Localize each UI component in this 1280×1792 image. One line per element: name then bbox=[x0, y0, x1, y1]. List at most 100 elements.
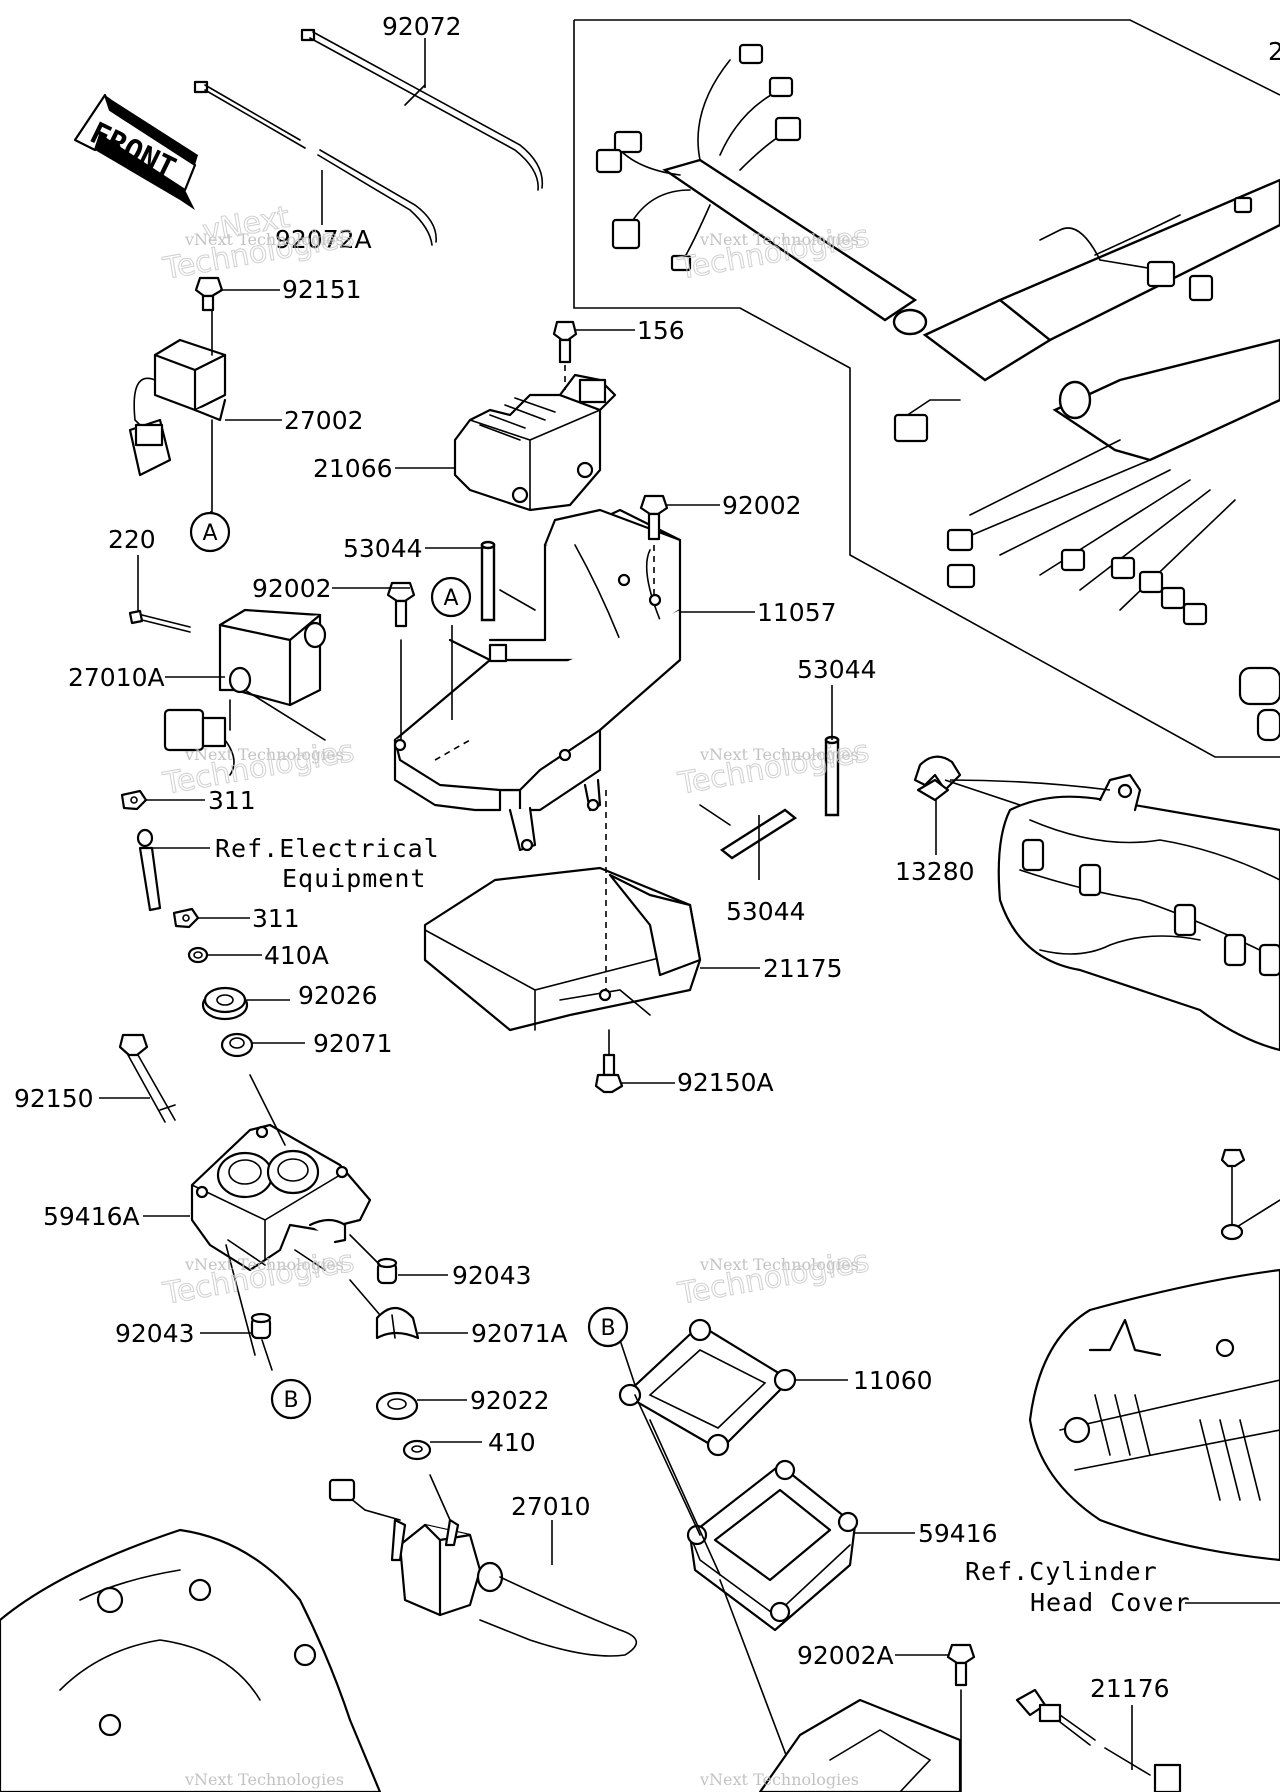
spacer-53044-top bbox=[480, 540, 536, 622]
switch-27010 bbox=[328, 1474, 638, 1657]
label-92072: 92072 bbox=[382, 12, 462, 41]
label-92150a: 92150A bbox=[677, 1068, 774, 1097]
collar-92043-right bbox=[349, 1234, 398, 1285]
callout-b-2: B bbox=[600, 1316, 615, 1341]
watermark-text: vNext Technologies bbox=[184, 230, 344, 249]
label-92043-left: 92043 bbox=[115, 1319, 195, 1348]
bolt-92002-left bbox=[386, 581, 416, 741]
label-92002-left: 92002 bbox=[252, 574, 332, 603]
label-59416a: 59416A bbox=[43, 1202, 140, 1231]
label-top-right-partial: 2 bbox=[1268, 37, 1280, 66]
label-11057: 11057 bbox=[757, 598, 837, 627]
callout-circles: A A B B bbox=[189, 511, 629, 1420]
callout-b-1: B bbox=[283, 1388, 298, 1413]
callout-a-2: A bbox=[443, 586, 458, 611]
label-92071: 92071 bbox=[313, 1029, 393, 1058]
label-311-b: 311 bbox=[252, 904, 300, 933]
label-27010: 27010 bbox=[511, 1492, 591, 1521]
label-53044-bottom: 53044 bbox=[726, 897, 806, 926]
bolt-92151 bbox=[194, 276, 224, 312]
connector-7 bbox=[670, 254, 692, 272]
ref-cylinder-line1: Ref.Cylinder bbox=[965, 1557, 1158, 1586]
label-156: 156 bbox=[637, 316, 685, 345]
connector-4 bbox=[613, 130, 643, 154]
terminal-ref bbox=[136, 828, 162, 912]
ref-electrical-line2: Equipment bbox=[282, 864, 426, 893]
washer-410 bbox=[402, 1439, 432, 1461]
label-21175: 21175 bbox=[763, 954, 843, 983]
bolt-92002a bbox=[946, 1643, 976, 1792]
ecu-21175 bbox=[423, 790, 702, 1032]
label-311-a: 311 bbox=[208, 786, 256, 815]
connector-18 bbox=[1182, 602, 1208, 626]
grommet-92026 bbox=[201, 986, 249, 1021]
label-53044-right: 53044 bbox=[797, 655, 877, 684]
cable-tie-92072a bbox=[193, 80, 437, 246]
sensor-21176 bbox=[1015, 1688, 1182, 1792]
label-92026: 92026 bbox=[298, 981, 378, 1010]
bolt-92150 bbox=[118, 1033, 176, 1123]
label-92151: 92151 bbox=[282, 275, 362, 304]
connector-11 bbox=[1233, 196, 1253, 214]
collar-92043-left bbox=[250, 1312, 273, 1371]
label-92150: 92150 bbox=[14, 1084, 94, 1113]
label-92043-right: 92043 bbox=[452, 1261, 532, 1290]
connector-8 bbox=[893, 413, 929, 443]
watermark-text: vNext Technologies bbox=[699, 230, 859, 249]
connector-12 bbox=[946, 528, 974, 552]
watermark-text: vNext Technologies bbox=[184, 1255, 344, 1274]
connector-19 bbox=[1238, 666, 1280, 706]
connector-3 bbox=[774, 116, 802, 142]
watermark-text: vNext Technologies bbox=[184, 1770, 344, 1789]
label-410: 410 bbox=[488, 1428, 536, 1457]
watermarks: vNext Technologies Technologies vNext vN… bbox=[159, 199, 872, 1789]
watermark-text: vNext Technologies bbox=[699, 1255, 859, 1274]
washer-92022 bbox=[375, 1391, 419, 1421]
throttle-body bbox=[997, 773, 1280, 1052]
label-92022: 92022 bbox=[470, 1386, 550, 1415]
label-27002: 27002 bbox=[284, 406, 364, 435]
nut-311-a bbox=[120, 789, 148, 811]
holder-59416 bbox=[686, 1459, 859, 1632]
label-410a: 410A bbox=[264, 941, 329, 970]
bolt-156 bbox=[552, 320, 578, 390]
ref-electrical-line1: Ref.Electrical bbox=[215, 834, 440, 863]
clamp-13280 bbox=[913, 755, 962, 802]
part-labels: 92072 92072A 92151 27002 21066 156 92002… bbox=[14, 12, 1280, 1703]
watermark-text: vNext Technologies bbox=[699, 1770, 859, 1789]
nut-311-b bbox=[172, 907, 200, 929]
leader-lines bbox=[99, 38, 1280, 1770]
label-92002-top: 92002 bbox=[722, 491, 802, 520]
connector-9 bbox=[1146, 260, 1176, 288]
callout-a-1: A bbox=[202, 521, 217, 546]
bracket-11057 bbox=[393, 508, 682, 852]
label-59416: 59416 bbox=[918, 1519, 998, 1548]
connector-16 bbox=[1138, 570, 1164, 594]
label-92072a: 92072A bbox=[275, 225, 372, 254]
reference-notes: Ref.Electrical Equipment Ref.Cylinder He… bbox=[215, 834, 1191, 1617]
connector-15 bbox=[1110, 556, 1136, 580]
label-220: 220 bbox=[108, 525, 156, 554]
cylinder-head-cover bbox=[1028, 1148, 1280, 1562]
connector-17 bbox=[1160, 586, 1186, 610]
connector-20 bbox=[1256, 708, 1280, 742]
wiring-harness-group bbox=[573, 19, 1280, 758]
label-92002a: 92002A bbox=[797, 1641, 894, 1670]
grommet-92071a bbox=[349, 1279, 420, 1340]
regulator-21066 bbox=[453, 373, 617, 512]
connector-14 bbox=[1060, 548, 1086, 572]
engine-case-left bbox=[0, 1528, 382, 1792]
bolt-92002-top bbox=[639, 494, 669, 600]
connector-1 bbox=[738, 43, 764, 65]
front-arrow: FRONT bbox=[73, 93, 198, 210]
label-21066: 21066 bbox=[313, 454, 393, 483]
cable-tie-92072 bbox=[300, 28, 544, 191]
connector-13 bbox=[946, 563, 976, 589]
ref-cylinder-line2: Head Cover bbox=[1030, 1588, 1191, 1617]
bracket-bottom bbox=[758, 1698, 962, 1792]
label-53044-top: 53044 bbox=[343, 534, 423, 563]
connector-5 bbox=[595, 148, 623, 174]
watermark-text: vNext Technologies bbox=[699, 745, 859, 764]
label-11060: 11060 bbox=[853, 1366, 933, 1395]
